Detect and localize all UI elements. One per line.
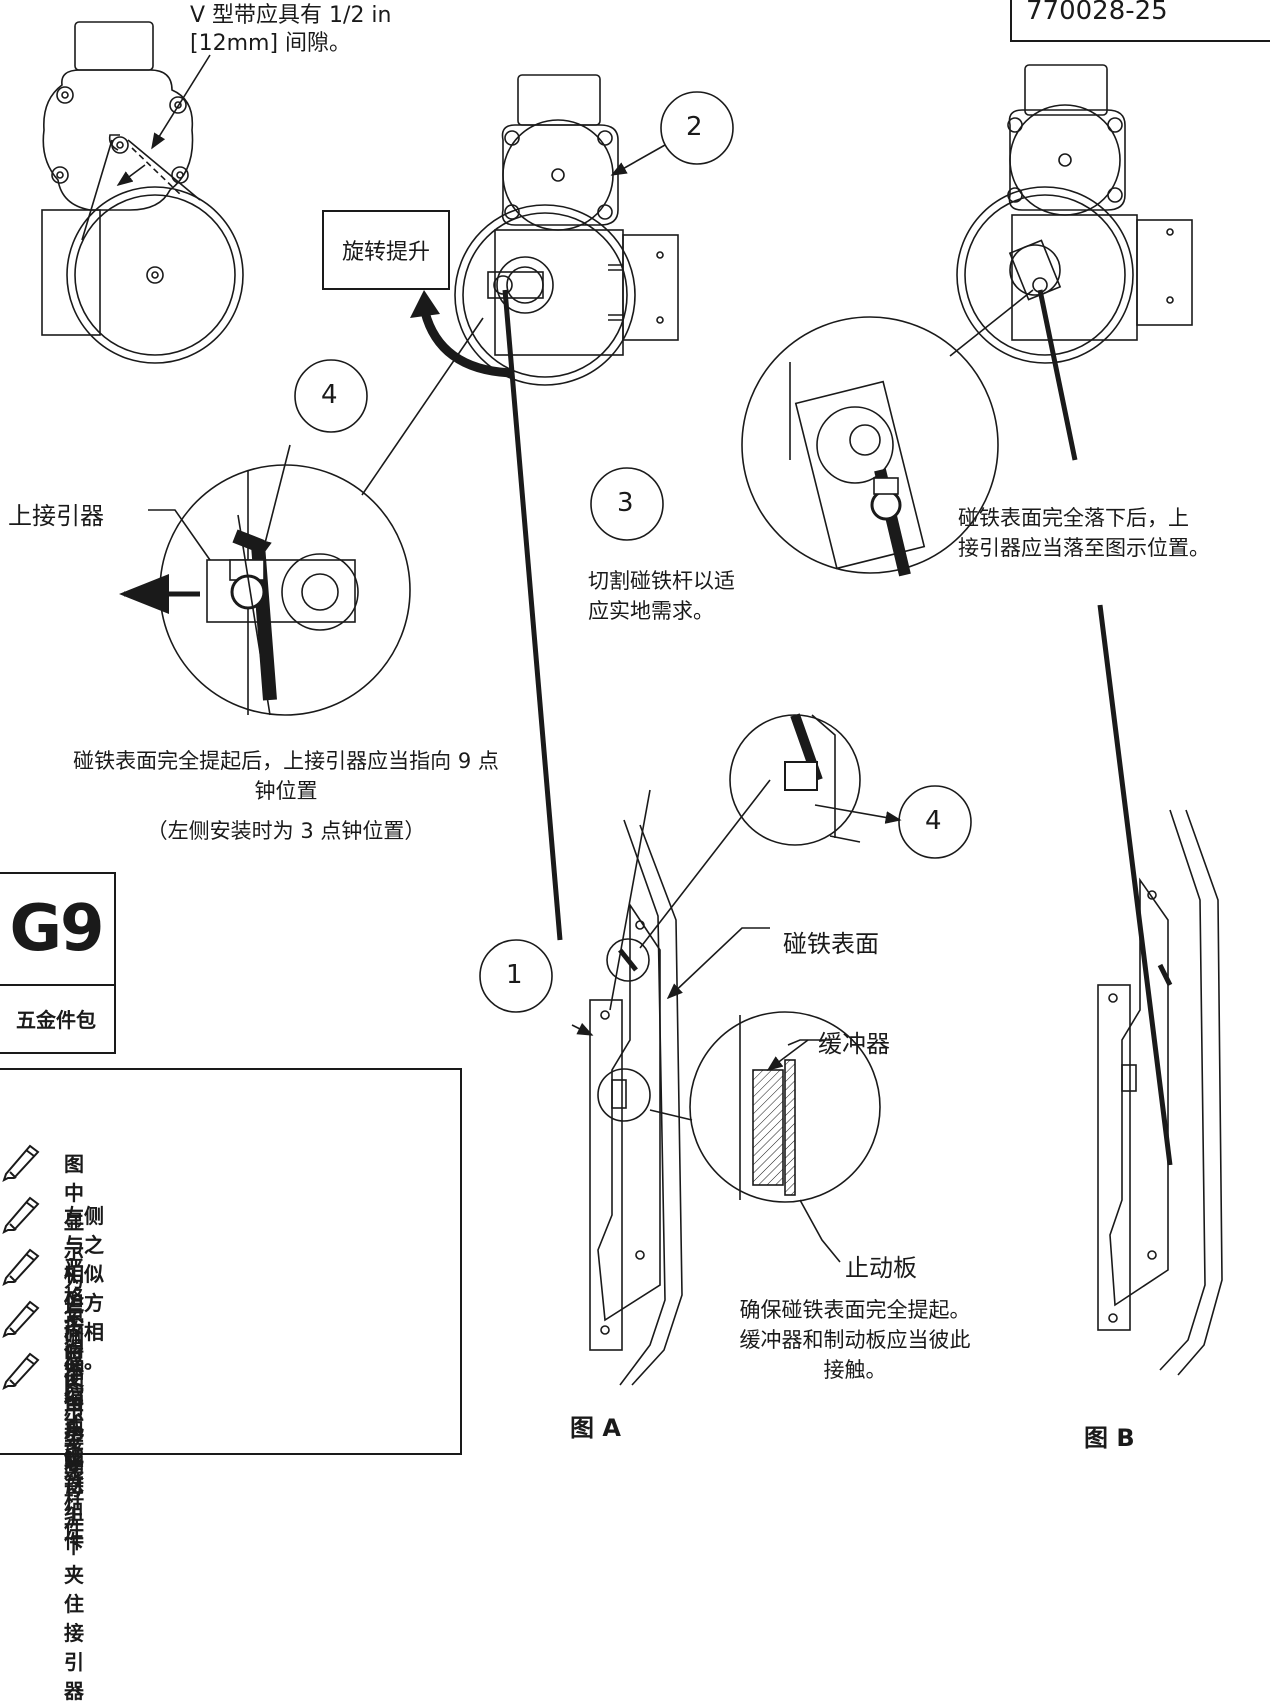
callout-circle-1 — [479, 939, 553, 1013]
rotate-lift-label: 旋转提升 — [322, 210, 450, 290]
cut-rod-note: 切割碰铁杆以适 应实地需求。 — [588, 569, 735, 623]
callout-1: 1 — [506, 960, 523, 990]
fully-down-note: 碰铁表面完全落下后，上 接引器应当落至图示位置。 — [958, 506, 1210, 560]
pencil-icon — [2, 1248, 40, 1286]
fully-up-note: 碰铁表面完全提起后，上接引器应当指向 9 点 钟位置 （左侧安装时为 3 点钟位… — [73, 749, 499, 843]
pencil-icon — [2, 1300, 40, 1338]
motor-figure-b — [956, 64, 1193, 1166]
pencil-icon — [2, 1196, 40, 1234]
figure-b-label: 图 B — [1084, 1424, 1135, 1452]
detail-nut — [729, 713, 902, 846]
callout-4-left: 4 — [321, 380, 338, 410]
pencil-icon — [2, 1352, 40, 1390]
notes-box: 图中显示为右侧伸缩式碰铁组件 左侧与之相似但方向相反。 严格按照图示安装杆件 不… — [0, 1068, 462, 1703]
callout-circle-2 — [660, 91, 734, 165]
callout-3: 3 — [617, 488, 634, 518]
callout-4-mid: 4 — [925, 806, 942, 836]
figure-a-label: 图 A — [570, 1414, 621, 1442]
detail-up-position — [119, 317, 484, 716]
detail-down-position — [741, 289, 1034, 577]
callout-circle-4-left — [294, 359, 368, 433]
pencil-icon — [2, 1144, 40, 1182]
strike-face-label: 碰铁表面 — [783, 930, 879, 958]
callout-circle-4-mid — [898, 785, 972, 859]
hardware-label: 五金件包 — [16, 1007, 96, 1032]
detail-bumper — [689, 1011, 881, 1263]
callout-circle-3 — [590, 467, 664, 541]
strike-face-figure-a — [571, 779, 771, 1386]
document-number-box: 770028-25 — [1010, 0, 1270, 42]
vbelt-clearance-note: V 型带应具有 1/2 in [12mm] 间隙。 — [190, 3, 392, 56]
hardware-pack-box: G9 五金件包 — [0, 872, 116, 1054]
motor-figure-a — [454, 74, 679, 941]
callout-2: 2 — [686, 112, 703, 142]
document-number: 770028-25 — [1026, 0, 1168, 26]
strike-face-figure-b — [1097, 809, 1223, 1376]
stop-plate-label: 止动板 — [845, 1254, 917, 1282]
ensure-contact-note: 确保碰铁表面完全提起。 缓冲器和制动板应当彼此 接触。 — [739, 1298, 971, 1382]
installation-diagram — [41, 21, 1223, 1386]
bumper-label: 缓冲器 — [818, 1030, 890, 1058]
upper-connector-label: 上接引器 — [8, 502, 104, 530]
motor-vbelt-view — [41, 21, 244, 364]
hardware-code: G9 — [9, 892, 104, 966]
